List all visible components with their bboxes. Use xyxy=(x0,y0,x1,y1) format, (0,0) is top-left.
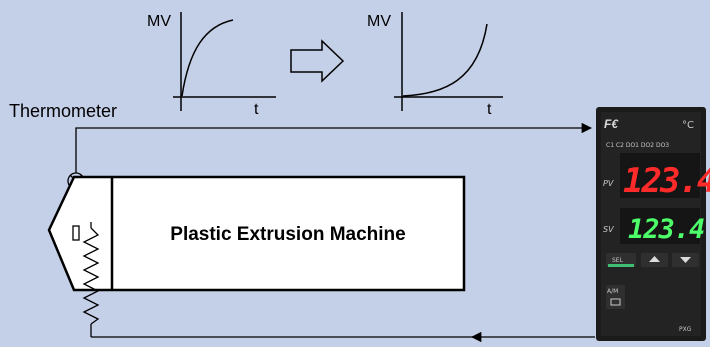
machine-label: Plastic Extrusion Machine xyxy=(170,224,405,245)
sel-button[interactable] xyxy=(606,253,636,267)
sv-display: 123.4 xyxy=(628,214,704,245)
down-arrow-icon xyxy=(680,257,691,263)
heater-coil-icon xyxy=(82,227,100,325)
model-label: PXG xyxy=(679,326,692,333)
graph-left: MV t xyxy=(147,12,276,118)
thermometer-label: Thermometer xyxy=(9,101,117,121)
unit-label: °C xyxy=(682,120,694,131)
graph-left-y-label: MV xyxy=(147,13,171,30)
pv-display: 123.4 xyxy=(623,161,710,201)
sel-button-label: SEL xyxy=(612,257,624,264)
graph-right-x-label: t xyxy=(487,101,492,118)
pv-label: PV xyxy=(603,179,614,188)
am-button-label: A/M xyxy=(607,288,618,295)
indicator-row: C1 C2 DO1 DO2 DO3 xyxy=(606,142,669,149)
graph-right-curve xyxy=(402,23,488,97)
graph-left-curve xyxy=(181,19,234,97)
brand-logo: F€ xyxy=(604,117,619,131)
graph-left-x-label: t xyxy=(254,101,259,118)
signal-line-to-controller xyxy=(75,122,593,173)
extrusion-machine-body xyxy=(47,175,466,292)
graph-right-y-label: MV xyxy=(367,13,391,30)
graph-right: MV t xyxy=(367,12,503,118)
temperature-controller: F€ °C C1 C2 DO1 DO2 DO3 PV 123.4 SV 123.… xyxy=(596,107,710,341)
transition-arrow-icon xyxy=(290,39,345,83)
sv-label: SV xyxy=(603,225,614,234)
up-arrow-icon xyxy=(649,256,660,262)
